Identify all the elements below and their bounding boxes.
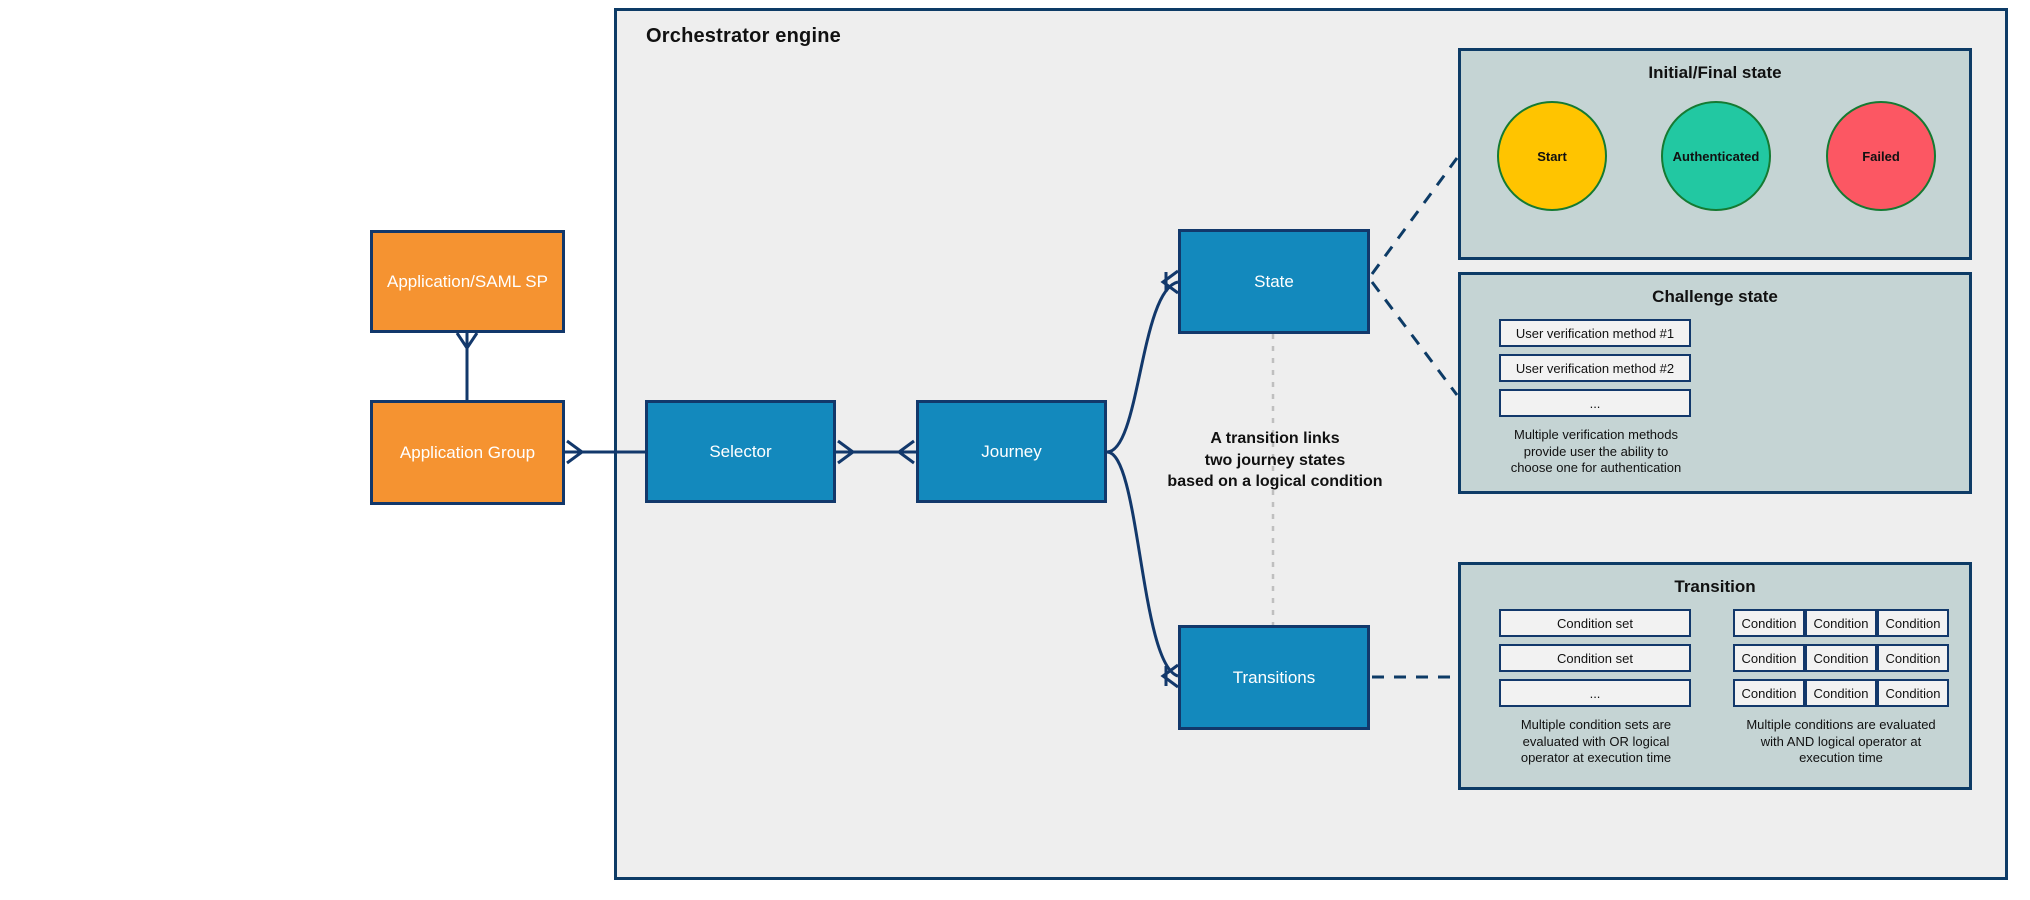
panel-transition-title: Transition: [1674, 577, 1756, 596]
transition-explanation-note: A transition links two journey states ba…: [1080, 428, 1470, 493]
condition-cell-r1c2[interactable]: Condition: [1805, 609, 1877, 637]
node-application-saml-sp-label: Application/SAML SP: [387, 271, 548, 291]
transition-note-right: Multiple conditions are evaluated with A…: [1719, 717, 1963, 767]
condition-cell-r2c2[interactable]: Condition: [1805, 644, 1877, 672]
node-application-group-label: Application Group: [399, 442, 536, 462]
node-transitions-label: Transitions: [1232, 667, 1316, 687]
node-application-saml-sp[interactable]: Application/SAML SP: [370, 230, 565, 333]
condition-set-row-ellipsis-label: ...: [1589, 685, 1601, 701]
node-state-label: State: [1254, 271, 1294, 291]
challenge-row-verification-method-2-label: User verification method #2: [1515, 360, 1675, 376]
condition-cell-r1c2-label: Condition: [1813, 615, 1869, 631]
condition-cell-r3c3[interactable]: Condition: [1877, 679, 1949, 707]
transition-note-left-line-2: evaluated with OR logical: [1522, 733, 1670, 749]
node-selector[interactable]: Selector: [645, 400, 836, 503]
condition-set-row-1[interactable]: Condition set: [1499, 609, 1691, 637]
challenge-state-note-line-1: Multiple verification methods: [1513, 427, 1679, 442]
transition-explanation-line-3: based on a logical condition: [1167, 473, 1383, 491]
challenge-row-verification-method-1[interactable]: User verification method #1: [1499, 319, 1691, 347]
challenge-row-ellipsis[interactable]: ...: [1499, 389, 1691, 417]
node-application-group[interactable]: Application Group: [370, 400, 565, 505]
node-journey-label: Journey: [981, 441, 1042, 461]
transition-note-right-line-1: Multiple conditions are evaluated: [1746, 717, 1936, 732]
challenge-state-note: Multiple verification methods provide us…: [1481, 427, 1711, 477]
challenge-row-ellipsis-label: ...: [1589, 395, 1601, 411]
transition-explanation-line-2: two journey states: [1204, 451, 1346, 469]
panel-challenge-state: Challenge state User verification method…: [1458, 272, 1972, 494]
node-state[interactable]: State: [1178, 229, 1370, 334]
condition-set-row-2-label: Condition set: [1557, 650, 1633, 666]
orchestrator-engine-title: Orchestrator engine: [646, 25, 841, 47]
circle-authenticated[interactable]: Authenticated: [1661, 101, 1771, 211]
panel-initial-final-state: Initial/Final state Start Authenticated …: [1458, 48, 1972, 260]
transition-note-right-line-2: with AND logical operator at: [1760, 733, 1922, 749]
node-transitions[interactable]: Transitions: [1178, 625, 1370, 730]
condition-cell-r2c1[interactable]: Condition: [1733, 644, 1805, 672]
condition-cell-r3c2[interactable]: Condition: [1805, 679, 1877, 707]
condition-cell-r2c3[interactable]: Condition: [1877, 644, 1949, 672]
condition-cell-r1c3-label: Condition: [1885, 615, 1941, 631]
condition-cell-r2c2-label: Condition: [1813, 650, 1869, 666]
transition-note-left: Multiple condition sets are evaluated wi…: [1481, 717, 1711, 767]
circle-start[interactable]: Start: [1497, 101, 1607, 211]
challenge-row-verification-method-2[interactable]: User verification method #2: [1499, 354, 1691, 382]
condition-cell-r2c3-label: Condition: [1885, 650, 1941, 666]
challenge-state-note-line-3: choose one for authentication: [1510, 460, 1682, 476]
condition-cell-r3c2-label: Condition: [1813, 685, 1869, 701]
condition-set-row-1-label: Condition set: [1557, 615, 1633, 631]
condition-cell-r3c1[interactable]: Condition: [1733, 679, 1805, 707]
condition-cell-r1c1[interactable]: Condition: [1733, 609, 1805, 637]
condition-cell-r1c1-label: Condition: [1741, 615, 1797, 631]
panel-transition: Transition Condition set Condition set .…: [1458, 562, 1972, 790]
circle-start-label: Start: [1537, 148, 1567, 164]
node-selector-label: Selector: [709, 441, 772, 461]
circle-authenticated-label: Authenticated: [1672, 148, 1760, 164]
circle-failed-label: Failed: [1862, 148, 1900, 164]
condition-cell-r2c1-label: Condition: [1741, 650, 1797, 666]
challenge-row-verification-method-1-label: User verification method #1: [1515, 325, 1675, 341]
panel-challenge-state-title: Challenge state: [1652, 287, 1778, 306]
transition-explanation-line-1: A transition links: [1210, 430, 1340, 447]
challenge-state-note-line-2: provide user the ability to: [1523, 443, 1669, 459]
panel-initial-final-state-title: Initial/Final state: [1648, 63, 1782, 82]
condition-set-row-ellipsis[interactable]: ...: [1499, 679, 1691, 707]
node-journey[interactable]: Journey: [916, 400, 1107, 503]
condition-cell-r3c1-label: Condition: [1741, 685, 1797, 701]
condition-cell-r3c3-label: Condition: [1885, 685, 1941, 701]
transition-note-right-line-3: execution time: [1799, 750, 1883, 766]
circle-failed[interactable]: Failed: [1826, 101, 1936, 211]
transition-note-left-line-3: operator at execution time: [1520, 750, 1672, 766]
transition-note-left-line-1: Multiple condition sets are: [1520, 717, 1672, 732]
condition-cell-r1c3[interactable]: Condition: [1877, 609, 1949, 637]
condition-set-row-2[interactable]: Condition set: [1499, 644, 1691, 672]
